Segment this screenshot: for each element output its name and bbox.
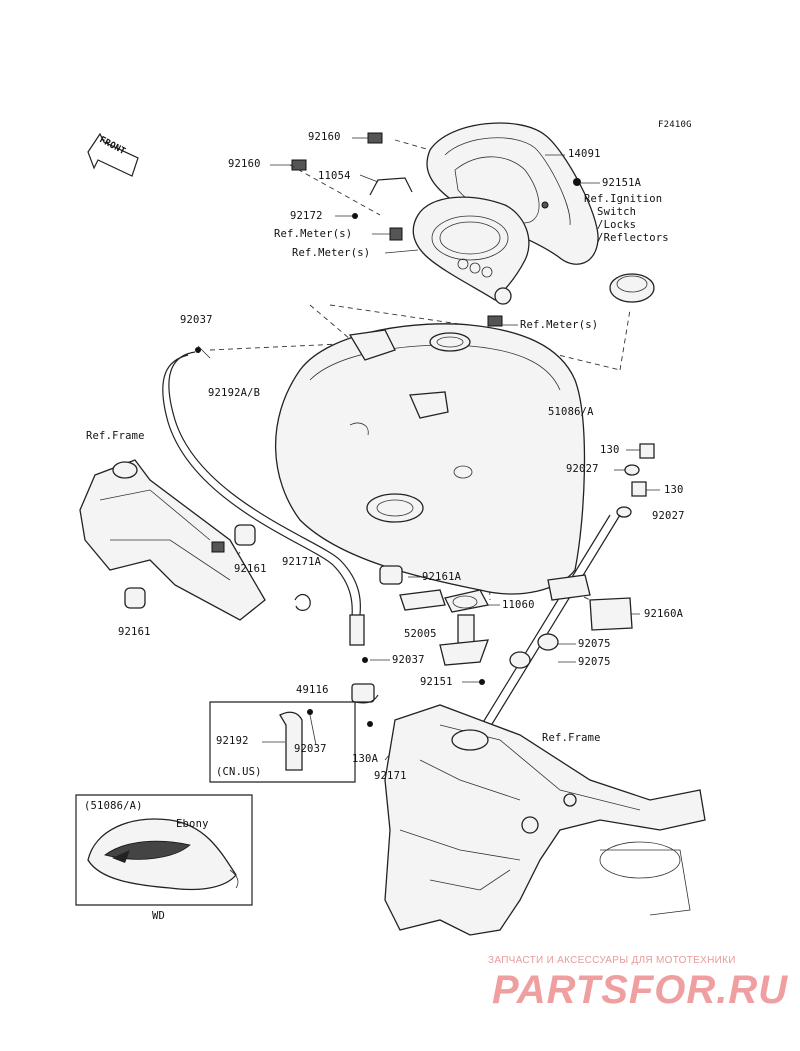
grommet-meter bbox=[389, 227, 403, 241]
label-inset-ebony: Ebony bbox=[176, 818, 209, 830]
breather-hose-edge bbox=[162, 354, 353, 619]
hose-lower bbox=[349, 614, 365, 646]
bolt-130-upper bbox=[639, 443, 655, 459]
label-92160A: 92160A bbox=[644, 608, 684, 620]
fuel-filter-52005 bbox=[457, 614, 475, 644]
label-49116: 49116 bbox=[296, 684, 329, 696]
label-92037-mid: 92037 bbox=[392, 654, 425, 666]
bracket-tank-rear bbox=[547, 574, 591, 601]
label-ref-meter-1: Ref.Meter(s) bbox=[274, 228, 353, 240]
label-ref-meter-3: Ref.Meter(s) bbox=[520, 319, 599, 331]
bracket-11054 bbox=[369, 177, 413, 196]
bolt-130A bbox=[367, 721, 373, 727]
label-92151: 92151 bbox=[420, 676, 453, 688]
label-92027-upper: 92027 bbox=[566, 463, 599, 475]
cn-us-box bbox=[209, 701, 356, 783]
label-92151A: 92151A bbox=[602, 177, 642, 189]
label-14091: 14091 bbox=[568, 148, 601, 160]
ignition-switch-part bbox=[609, 273, 655, 303]
label-92075-upper: 92075 bbox=[578, 638, 611, 650]
label-92171A: 92171A bbox=[282, 556, 322, 568]
label-92027-lower: 92027 bbox=[652, 510, 685, 522]
label-92192: 92192 bbox=[216, 735, 249, 747]
label-wd: WD bbox=[152, 910, 166, 922]
cn-us-leader bbox=[354, 694, 379, 704]
damper-92075-lower bbox=[509, 651, 531, 669]
clip-92037-low bbox=[307, 709, 313, 715]
label-52005: 52005 bbox=[404, 628, 437, 640]
figure-code: F2410G bbox=[658, 120, 692, 130]
label-92037-top: 92037 bbox=[180, 314, 213, 326]
collar-92027-upper bbox=[624, 464, 640, 476]
label-11054: 11054 bbox=[318, 170, 351, 182]
fuel-tank-part bbox=[274, 323, 586, 595]
label-130-lower: 130 bbox=[664, 484, 684, 496]
left-frame-part bbox=[79, 459, 266, 621]
bolt-92172 bbox=[352, 213, 358, 219]
damper-92161A bbox=[379, 565, 403, 585]
label-51086A: 51086/A bbox=[548, 406, 594, 418]
label-ref-frame-right: Ref.Frame bbox=[542, 732, 601, 744]
label-92172: 92172 bbox=[290, 210, 323, 222]
speedometer-part bbox=[412, 196, 530, 305]
label-11060: 11060 bbox=[502, 599, 535, 611]
label-130-upper: 130 bbox=[600, 444, 620, 456]
label-cn-us: (CN.US) bbox=[216, 766, 262, 778]
screw-92151A bbox=[573, 178, 581, 186]
damper-92161-upper bbox=[234, 524, 256, 546]
bolt-92151 bbox=[479, 679, 485, 685]
inset-tank-part bbox=[87, 818, 239, 891]
label-92161A: 92161A bbox=[422, 571, 462, 583]
front-arrow-icon bbox=[87, 132, 139, 177]
damper-92161-lower bbox=[124, 587, 146, 609]
right-frame-part bbox=[384, 704, 706, 936]
label-ref-meter-2: Ref.Meter(s) bbox=[292, 247, 371, 259]
label-92037-low: 92037 bbox=[294, 743, 327, 755]
damper-92075-upper bbox=[537, 633, 559, 651]
label-92161-lower: 92161 bbox=[118, 626, 151, 638]
label-92160-left: 92160 bbox=[228, 158, 261, 170]
label-92192AB: 92192A/B bbox=[208, 387, 261, 399]
breather-hose bbox=[168, 351, 361, 616]
grommet-92160-left bbox=[291, 159, 307, 171]
watermark-logo: PARTSFOR.RU bbox=[492, 968, 789, 1012]
collar-upper bbox=[211, 541, 225, 553]
plate-52005 bbox=[439, 639, 489, 666]
clip-92037-top bbox=[195, 347, 201, 353]
guide-line-right-b bbox=[459, 514, 611, 761]
label-inset-code: (51086/A) bbox=[84, 800, 143, 812]
label-92075-lower: 92075 bbox=[578, 656, 611, 668]
label-ref-frame-left: Ref.Frame bbox=[86, 430, 145, 442]
collar-92027-lower bbox=[616, 506, 632, 518]
label-ref-ignition: Ref.Ignition Switch /Locks /Reflectors bbox=[584, 193, 669, 244]
fuel-tap-part bbox=[399, 589, 446, 611]
grommet-meter-tank bbox=[487, 315, 503, 327]
label-92160-top: 92160 bbox=[308, 131, 341, 143]
valve-49116 bbox=[351, 683, 375, 703]
inset-box bbox=[75, 794, 253, 906]
label-92171: 92171 bbox=[374, 770, 407, 782]
grommet-92160-top bbox=[367, 132, 383, 144]
watermark-tagline: ЗАПЧАСТИ И АКСЕССУАРЫ ДЛЯ МОТОТЕХНИКИ bbox=[488, 955, 736, 966]
clip-92171A bbox=[294, 593, 311, 611]
bolt-130-lower bbox=[631, 481, 647, 497]
label-92161-upper: 92161 bbox=[234, 563, 267, 575]
meter-cover-part bbox=[426, 122, 599, 265]
gasket-11060 bbox=[444, 589, 489, 613]
hose-92192 bbox=[279, 711, 303, 771]
clip-92037-mid bbox=[362, 657, 368, 663]
label-130A: 130A bbox=[352, 753, 379, 765]
pad-92160A bbox=[589, 597, 633, 631]
